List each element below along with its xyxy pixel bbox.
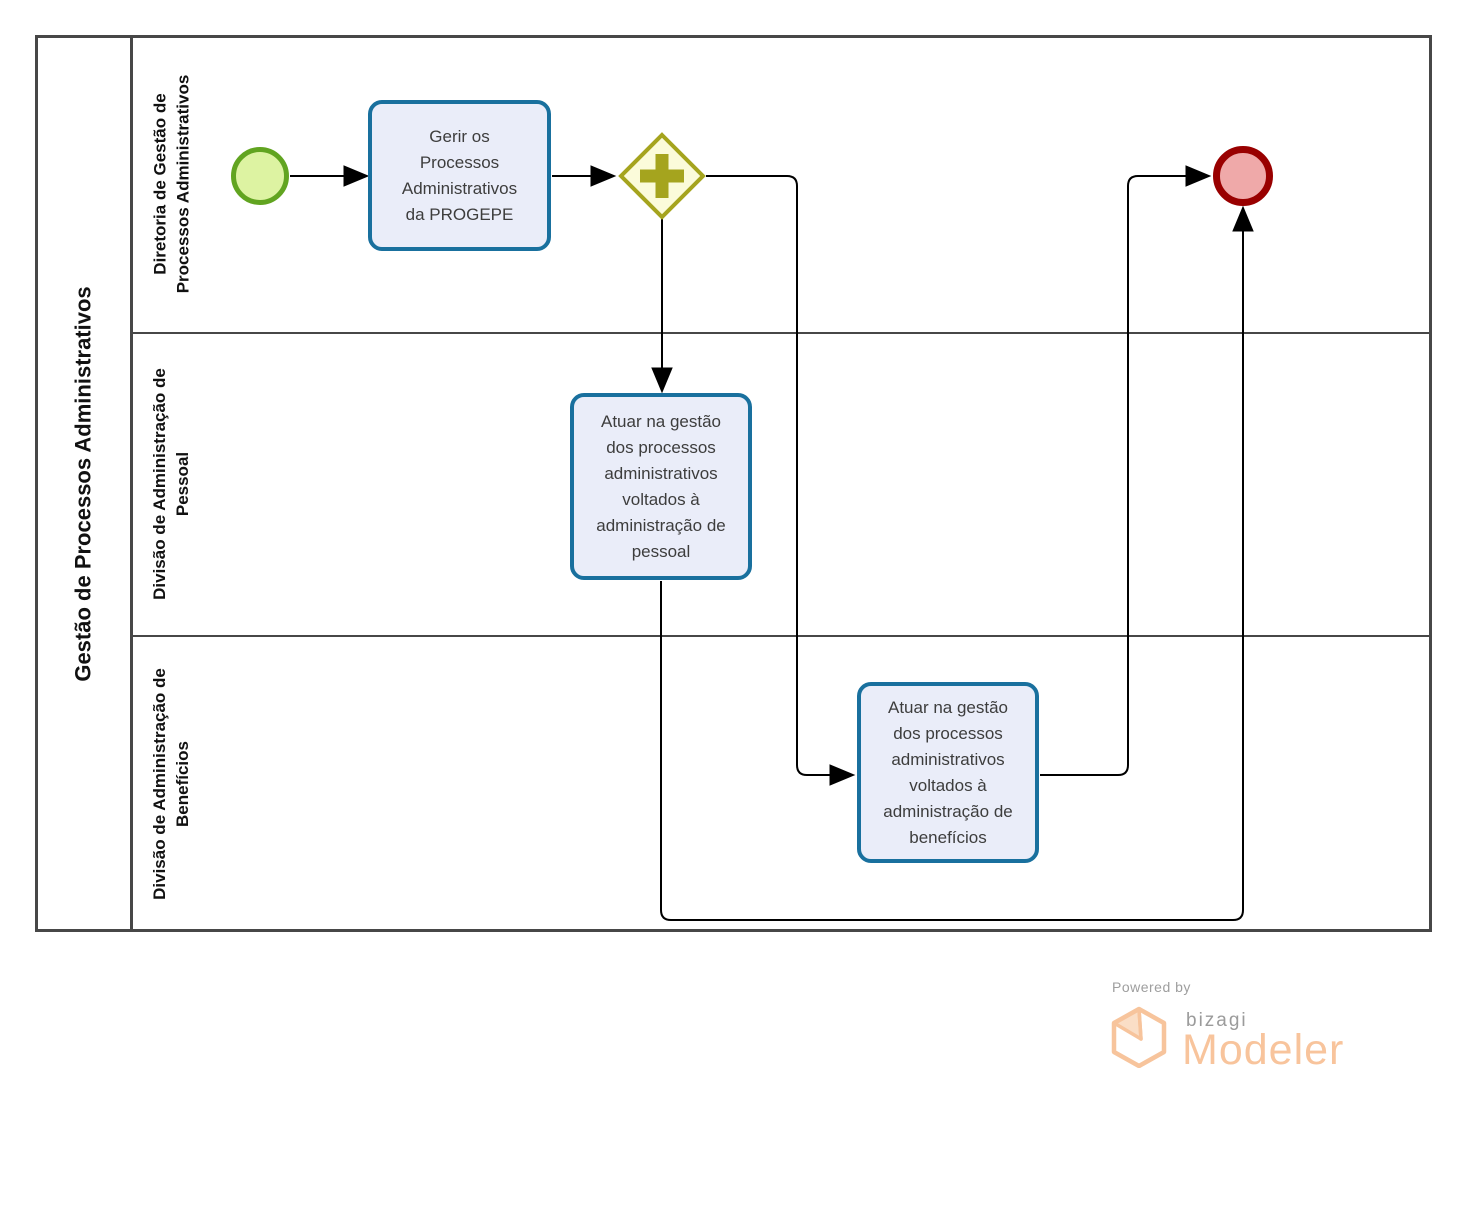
start-event[interactable] bbox=[231, 147, 289, 205]
flow-task-beneficios-to-end[interactable] bbox=[1040, 165, 1212, 776]
task-gestao-pessoal-label: Atuar na gestão dos processos administra… bbox=[596, 411, 726, 561]
bizagi-wordmark: bizagi bbox=[1186, 1010, 1248, 1031]
flow-gateway-to-task-beneficios[interactable] bbox=[706, 175, 856, 786]
task-gestao-beneficios-label: Atuar na gestão dos processos administra… bbox=[883, 697, 1013, 847]
task-gerir-processos[interactable]: Gerir os Processos Administrativos da PR… bbox=[368, 100, 551, 251]
parallel-gateway[interactable] bbox=[617, 131, 707, 226]
task-gestao-pessoal[interactable]: Atuar na gestão dos processos administra… bbox=[570, 393, 752, 580]
powered-by-text: Powered by bbox=[1112, 979, 1191, 995]
plus-icon bbox=[640, 154, 684, 198]
lane-divider-2 bbox=[133, 635, 1430, 637]
pool-header[interactable]: Gestão de Processos Administrativos bbox=[35, 35, 133, 932]
lane-divider-1 bbox=[133, 332, 1430, 334]
bizagi-logo-icon bbox=[1110, 1004, 1170, 1073]
task-gerir-processos-label: Gerir os Processos Administrativos da PR… bbox=[401, 126, 518, 224]
modeler-wordmark: Modeler bbox=[1182, 1026, 1345, 1074]
task-gestao-beneficios[interactable]: Atuar na gestão dos processos administra… bbox=[857, 682, 1039, 863]
end-event[interactable] bbox=[1213, 146, 1273, 206]
flow-task-pessoal-to-end[interactable] bbox=[660, 205, 1254, 921]
